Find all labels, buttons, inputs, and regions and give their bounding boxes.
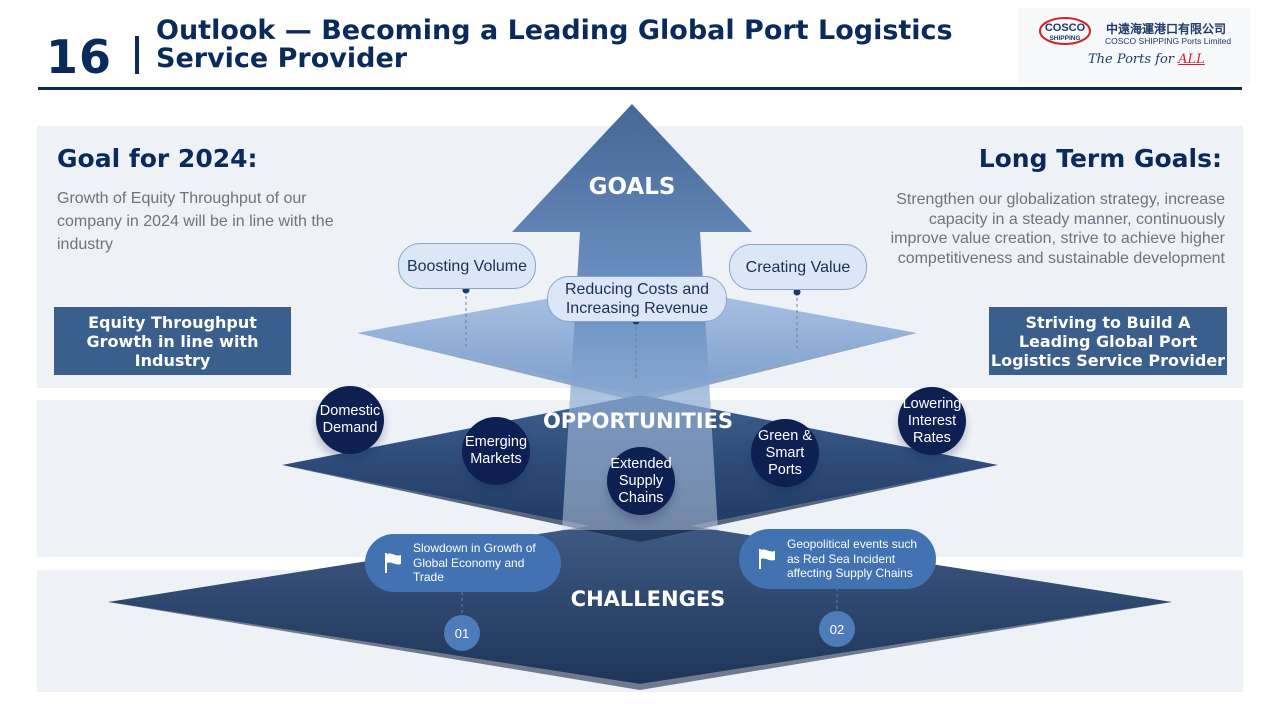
opportunity-lowering-interest-rates: Lowering Interest Rates [898,387,966,455]
cosco-logo-icon: COSCO SHIPPING [1039,17,1091,45]
header-rule [38,87,1242,90]
challenge-economy-slowdown: Slowdown in Growth of Global Economy and… [365,534,561,592]
page-title: Outlook — Becoming a Leading Global Port… [156,15,953,74]
page-number: 16 [46,30,113,84]
challenges-layer [108,518,1172,684]
challenge-label: Geopolitical events such as Red Sea Inci… [787,537,918,581]
company-name-en: COSCO SHIPPING Ports Limited [1105,36,1232,46]
flag-icon [385,553,401,573]
opportunity-domestic-demand: Domestic Demand [316,386,384,454]
opportunity-emerging-markets: Emerging Markets [462,417,530,485]
challenge-geopolitical-events: Geopolitical events such as Red Sea Inci… [739,529,936,589]
goal-pill-boosting-volume: Boosting Volume [398,243,536,289]
long-term-text: Strengthen our globalization strategy, i… [890,191,1225,267]
title-divider [135,36,139,74]
flag-icon [759,549,775,569]
svg-text:SHIPPING: SHIPPING [1049,35,1080,42]
company-name-cn: 中遠海運港口有限公司 [1106,22,1227,36]
long-term-box: Striving to Build A Leading Global Port … [989,307,1227,375]
opportunity-extended-supply-chains: Extended Supply Chains [607,447,675,515]
goal-2024-title: Goal for 2024: [57,144,258,173]
goal-pill-reducing-costs: Reducing Costs and Increasing Revenue [547,276,727,322]
long-term-title: Long Term Goals: [978,144,1222,173]
goals-label: GOALS [588,174,676,200]
opportunity-green-smart-ports: Green & Smart Ports [751,419,819,487]
goal-pill-creating-value: Creating Value [729,244,867,290]
challenge-number: 01 [444,615,480,651]
challenge-number: 02 [819,611,855,647]
challenges-label: CHALLENGES [570,587,726,611]
goal-2024-text: Growth of Equity Throughput of our compa… [57,190,334,253]
challenge-label: Slowdown in Growth of Global Economy and… [413,541,536,585]
logo-tagline: The Ports for ALL [1088,52,1205,67]
svg-text:COSCO: COSCO [1045,22,1086,34]
opportunities-label: OPPORTUNITIES [542,409,734,433]
goal-2024-box: Equity Throughput Growth in line with In… [54,307,291,375]
company-logo: COSCO SHIPPING 中遠海運港口有限公司 COSCO SHIPPING… [1018,8,1250,84]
